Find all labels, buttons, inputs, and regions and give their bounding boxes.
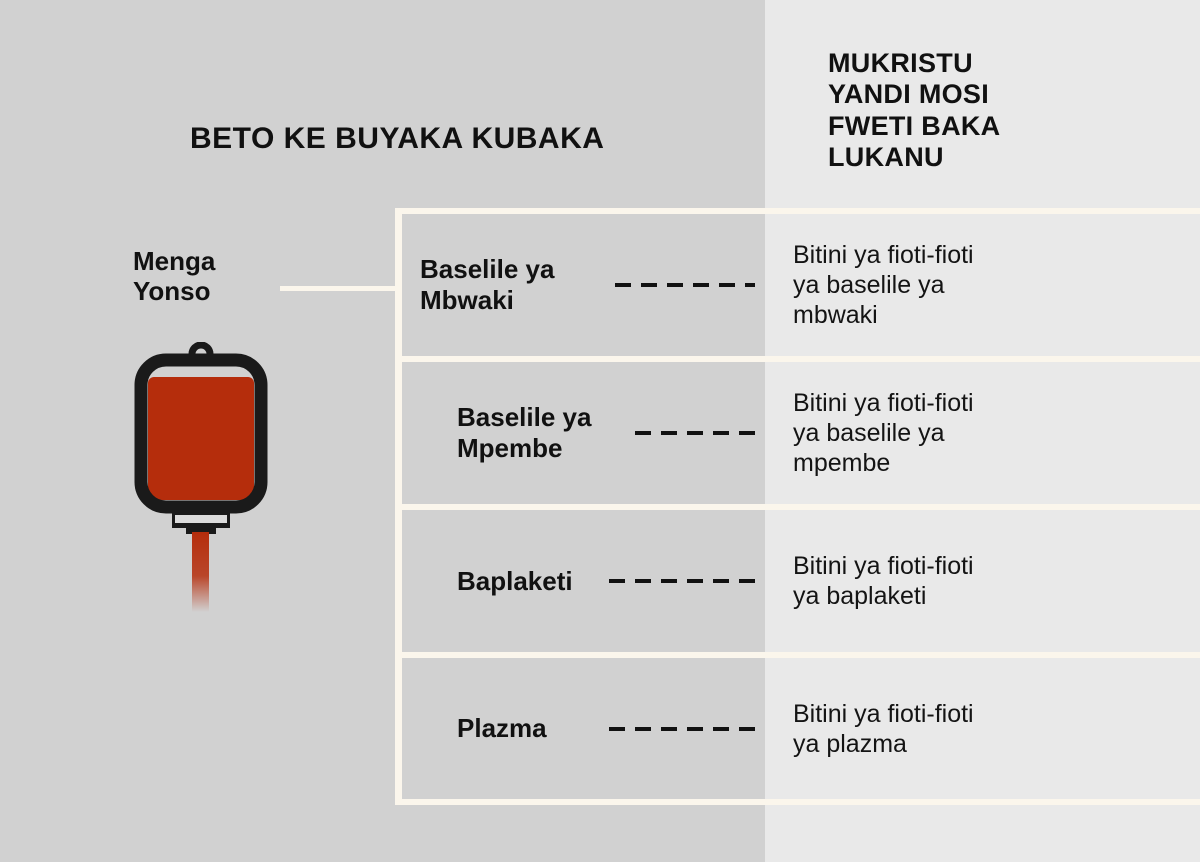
right-column-heading: MUKRISTU YANDI MOSI FWETI BAKA LUKANU — [828, 48, 1198, 173]
table-row: Baselile ya Mpembe Bitini ya fioti-fioti… — [402, 362, 1200, 504]
row-connector-dashes — [609, 726, 755, 731]
row-description: Bitini ya fioti-fioti ya baplaketi — [793, 551, 974, 611]
row-connector-dashes — [635, 431, 755, 435]
right-column-panel — [765, 0, 1200, 862]
row-connector-dashes — [609, 579, 755, 583]
table-row: Plazma Bitini ya fioti-fioti ya plazma — [402, 658, 1200, 799]
row-description-line: ya baplaketi — [793, 582, 927, 610]
row-label: Plazma — [457, 713, 547, 744]
page-title: BETO KE BUYAKA KUBAKA — [190, 122, 605, 155]
right-heading-line-2: YANDI MOSI — [828, 79, 990, 110]
row-description-line: Bitini ya fioti-fioti — [793, 389, 974, 417]
row-connector-dashes — [615, 283, 755, 287]
row-description-line: Bitini ya fioti-fioti — [793, 552, 974, 580]
table-rail-2 — [395, 504, 1200, 510]
row-label-line: Baselile ya — [420, 254, 555, 285]
row-description-line: ya baselile ya — [793, 271, 945, 299]
row-label-cell: Baplaketi — [402, 510, 765, 652]
table-row: Baplaketi Bitini ya fioti-fioti ya bapla… — [402, 510, 1200, 652]
row-description-cell: Bitini ya fioti-fioti ya baselile ya mbw… — [765, 214, 1200, 356]
row-description-line: Bitini ya fioti-fioti — [793, 241, 974, 269]
row-description-line: mpembe — [793, 449, 891, 477]
row-label-line: Mbwaki — [420, 285, 514, 315]
source-connector-line — [280, 286, 395, 291]
row-description: Bitini ya fioti-fioti ya baselile ya mbw… — [793, 240, 974, 330]
row-description-line: mbwaki — [793, 301, 878, 329]
row-label: Baselile ya Mpembe — [457, 402, 591, 463]
row-label-cell: Baselile ya Mbwaki — [402, 214, 765, 356]
source-label: Menga Yonso — [133, 246, 293, 307]
row-description-line: ya baselile ya — [793, 419, 945, 447]
row-label-line: Plazma — [457, 713, 547, 744]
row-label-line: Baselile ya — [457, 402, 592, 433]
row-label-cell: Baselile ya Mpembe — [402, 362, 765, 504]
blood-bag-icon — [128, 341, 298, 612]
row-label-cell: Plazma — [402, 658, 765, 799]
table-rail-bottom — [395, 799, 1200, 805]
row-description: Bitini ya fioti-fioti ya baselile ya mpe… — [793, 388, 974, 478]
right-heading-line-3: FWETI BAKA — [828, 110, 1001, 141]
table-row: Baselile ya Mbwaki Bitini ya fioti-fioti… — [402, 214, 1200, 356]
row-description-cell: Bitini ya fioti-fioti ya plazma — [765, 658, 1200, 799]
right-heading-line-4: LUKANU — [828, 141, 944, 172]
table-rail-1 — [395, 356, 1200, 362]
source-label-line-1: Menga — [133, 246, 216, 276]
row-description-line: Bitini ya fioti-fioti — [793, 699, 974, 728]
row-description: Bitini ya fioti-fioti ya plazma — [793, 699, 974, 759]
right-heading-line-1: MUKRISTU — [828, 48, 973, 78]
row-description-cell: Bitini ya fioti-fioti ya baplaketi — [765, 510, 1200, 652]
table-rail-3 — [395, 652, 1200, 658]
row-description-line: ya plazma — [793, 729, 907, 758]
components-table: Baselile ya Mbwaki Bitini ya fioti-fioti… — [395, 208, 1200, 805]
row-description-cell: Bitini ya fioti-fioti ya baselile ya mpe… — [765, 362, 1200, 504]
source-label-line-2: Yonso — [133, 275, 211, 306]
table-rail-top — [395, 208, 1200, 214]
row-label-line: Baplaketi — [457, 565, 573, 596]
row-label: Baplaketi — [457, 566, 573, 597]
row-label: Baselile ya Mbwaki — [420, 254, 554, 315]
row-label-line: Mpembe — [457, 433, 563, 463]
